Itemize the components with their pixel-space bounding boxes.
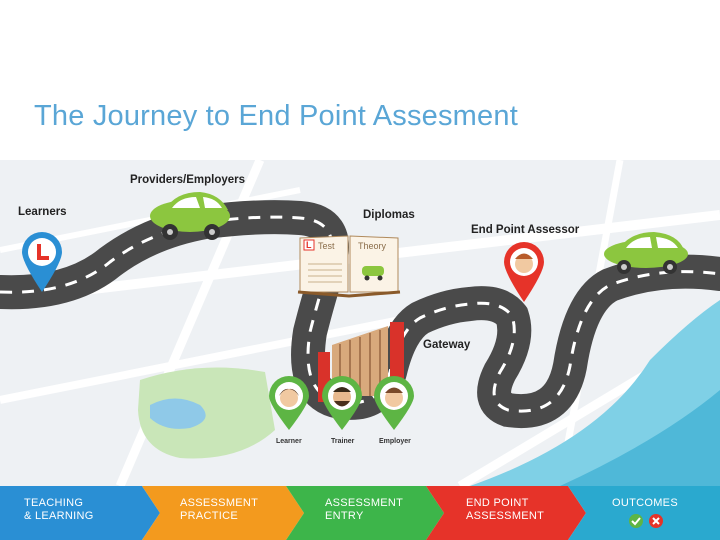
book-icon xyxy=(297,235,401,298)
assessor-pin-icon xyxy=(504,242,544,302)
car-icon xyxy=(604,232,688,274)
car-icon xyxy=(150,192,230,240)
person-label-trainer: Trainer xyxy=(331,438,355,445)
stage-arrow-teaching xyxy=(0,486,160,540)
stage-arrow-practice xyxy=(142,486,304,540)
stage-arrow-outcomes xyxy=(568,486,720,540)
learner-person-pin-icon xyxy=(269,376,309,430)
stage-teaching-learning: TEACHING& LEARNING xyxy=(24,497,94,522)
book-left-page: Test xyxy=(318,241,335,251)
cross-icon xyxy=(649,514,663,528)
employer-person-pin-icon xyxy=(374,376,414,430)
person-label-employer: Employer xyxy=(379,438,411,445)
page-title: The Journey to End Point Assesment xyxy=(34,100,518,132)
stage-arrow-epa xyxy=(426,486,586,540)
providers-label: Providers/Employers xyxy=(130,174,246,186)
book-right-page: Theory xyxy=(358,241,387,251)
book-badge: L xyxy=(306,240,312,250)
person-label-learner: Learner xyxy=(276,438,302,445)
stage-arrow-entry xyxy=(286,486,444,540)
gateway-label: Gateway xyxy=(423,339,471,351)
trainer-person-pin-icon xyxy=(322,376,362,430)
check-icon xyxy=(629,514,643,528)
diplomas-label: Diplomas xyxy=(363,209,415,221)
epa-label: End Point Assessor xyxy=(471,224,580,236)
stage-outcomes: OUTCOMES xyxy=(612,497,678,509)
learner-pin-icon xyxy=(22,232,62,292)
learners-label: Learners xyxy=(18,206,67,218)
